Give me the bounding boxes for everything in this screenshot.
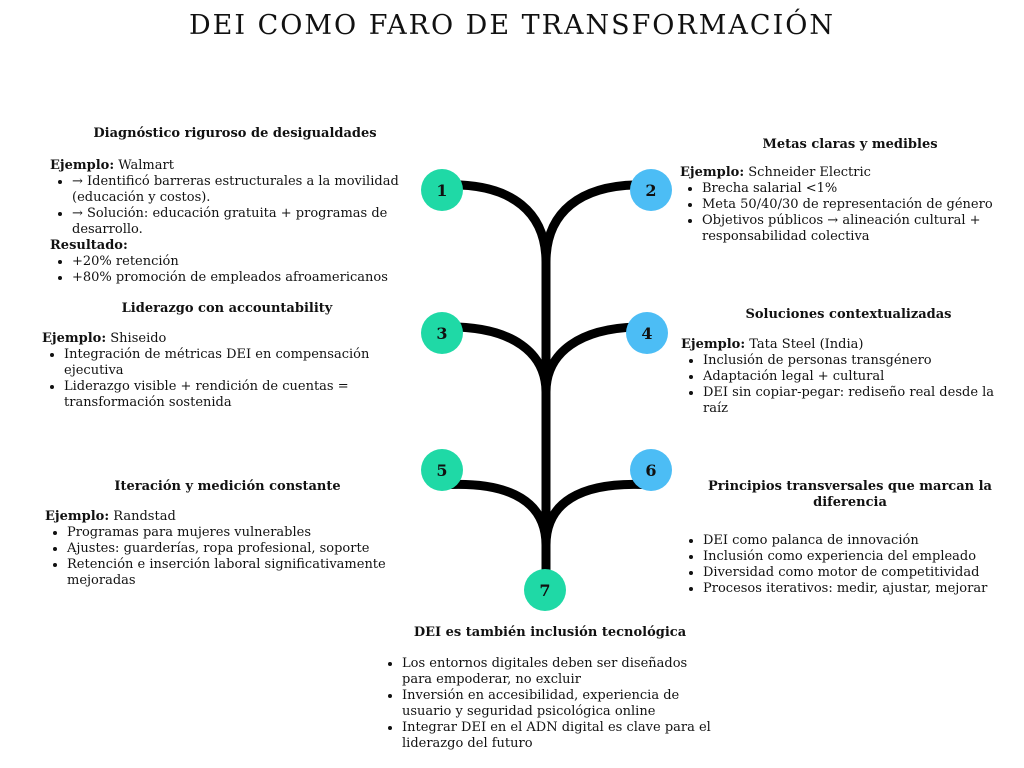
list-item: Integrar DEI en el ADN digital es clave … [402,720,720,752]
list-item: → Solución: educación gratuita + program… [72,206,420,238]
section-4-list: Inclusión de personas transgénero Adapta… [681,353,1016,417]
list-item: Integración de métricas DEI en compensac… [64,347,412,379]
node-4: 4 [626,312,668,354]
section-1-list: → Identificó barreras estructurales a la… [50,174,420,238]
node-5: 5 [421,449,463,491]
section-7: DEI es también inclusión tecnológica Los… [380,625,720,752]
node-3: 3 [421,312,463,354]
section-1-result-list: +20% retención +80% promoción de emplead… [50,254,420,286]
section-5: Iteración y medición constante Ejemplo: … [45,479,410,589]
section-2-heading: Metas claras y medibles [762,137,938,152]
section-5-example: Ejemplo: Randstad [45,509,176,524]
branch-2 [541,180,655,267]
section-6-list: DEI como palanca de innovación Inclusión… [681,533,1019,597]
section-3-heading: Liderazgo con accountability [121,301,333,316]
list-item: Ajustes: guarderías, ropa profesional, s… [67,541,410,557]
section-6-heading: Principios transversales que marcan la d… [708,479,992,510]
node-6: 6 [630,449,672,491]
list-item: Procesos iterativos: medir, ajustar, mej… [703,581,1019,597]
section-3-example: Ejemplo: Shiseido [42,331,167,346]
section-4-example: Ejemplo: Tata Steel (India) [681,337,864,352]
branch-6 [541,479,657,550]
section-2-list: Brecha salarial <1% Meta 50/40/30 de rep… [680,181,1020,245]
list-item: Los entornos digitales deben ser diseñad… [402,656,720,688]
list-item: Diversidad como motor de competitividad [703,565,1019,581]
list-item: Adaptación legal + cultural [703,369,1016,385]
section-4-heading: Soluciones contextualizadas [745,307,952,322]
section-2: Metas claras y medibles Ejemplo: Schneid… [680,137,1020,245]
list-item: Inclusión de personas transgénero [703,353,1016,369]
section-1-result-label: Resultado: [50,238,128,253]
section-7-heading: DEI es también inclusión tecnológica [413,625,687,640]
list-item: Retención e inserción laboral significat… [67,557,410,589]
section-7-list: Los entornos digitales deben ser diseñad… [380,656,720,752]
list-item: Meta 50/40/30 de representación de géner… [702,197,1020,213]
section-1-example: Ejemplo: Walmart [50,158,174,173]
list-item: DEI sin copiar-pegar: rediseño real desd… [703,385,1016,417]
list-item: → Identificó barreras estructurales a la… [72,174,420,206]
section-3: Liderazgo con accountability Ejemplo: Sh… [42,301,412,411]
list-item: +20% retención [72,254,420,270]
section-3-list: Integración de métricas DEI en compensac… [42,347,412,411]
section-5-list: Programas para mujeres vulnerables Ajust… [45,525,410,589]
list-item: Inclusión como experiencia del empleado [703,549,1019,565]
list-item: DEI como palanca de innovación [703,533,1019,549]
branch-5 [435,479,551,550]
node-2: 2 [630,169,672,211]
section-4: Soluciones contextualizadas Ejemplo: Tat… [681,307,1016,417]
list-item: Brecha salarial <1% [702,181,1020,197]
list-item: Inversión en accesibilidad, experiencia … [402,688,720,720]
section-6: Principios transversales que marcan la d… [681,479,1019,597]
section-1: Diagnóstico riguroso de desigualdades Ej… [50,126,420,286]
section-5-heading: Iteración y medición constante [114,479,341,494]
section-1-heading: Diagnóstico riguroso de desigualdades [93,126,377,141]
node-7: 7 [524,569,566,611]
list-item: Objetivos públicos → alineación cultural… [702,213,1020,245]
node-1: 1 [421,169,463,211]
list-item: Liderazgo visible + rendición de cuentas… [64,379,412,411]
section-2-example: Ejemplo: Schneider Electric [680,165,871,180]
list-item: +80% promoción de empleados afroamerican… [72,270,420,286]
page-title: DEI COMO FARO DE TRANSFORMACIÓN [188,10,836,41]
list-item: Programas para mujeres vulnerables [67,525,410,541]
